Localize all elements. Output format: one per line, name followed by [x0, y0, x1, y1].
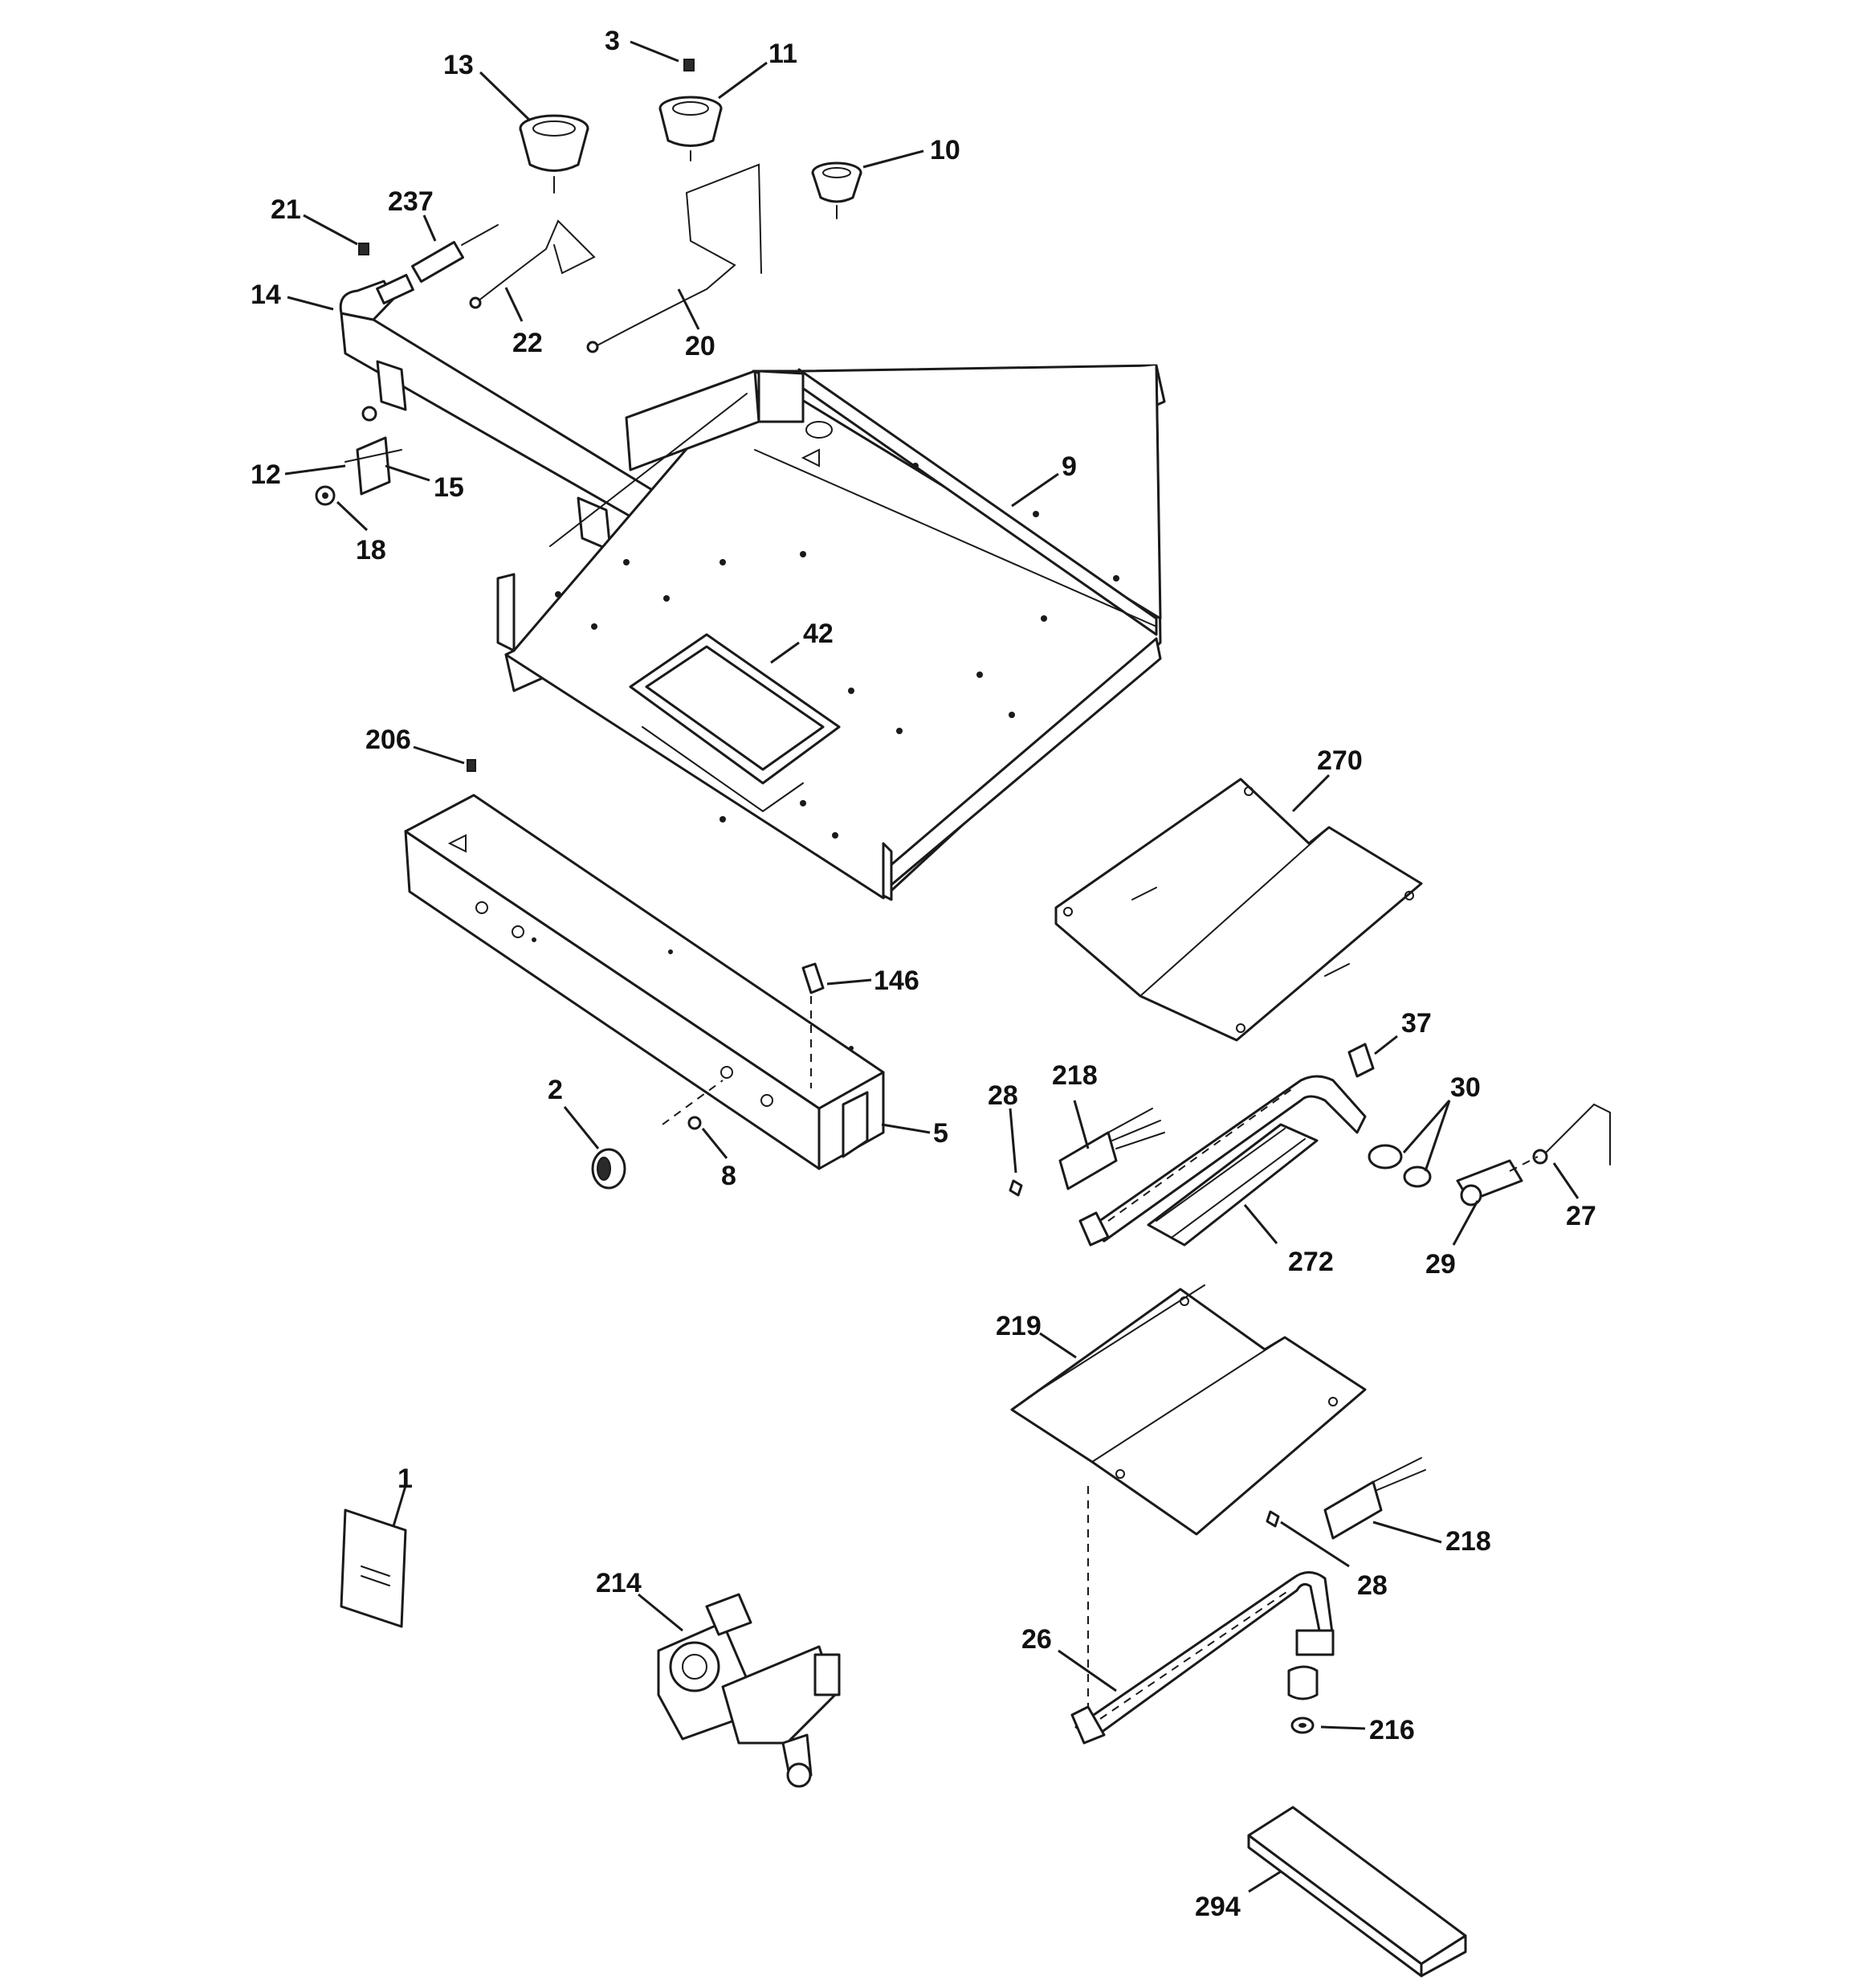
callout-294: 294	[1195, 1892, 1241, 1922]
literature-1	[340, 1508, 407, 1628]
fitting-27	[1532, 1103, 1611, 1165]
callout-30: 30	[1450, 1072, 1481, 1103]
callout-13: 13	[443, 50, 474, 80]
orifice-holder-30	[1368, 1144, 1432, 1188]
callout-labels: 13 3 11 10 21 237 14 22 20 9 12 15 18 42…	[251, 26, 1596, 1922]
callout-146: 146	[874, 965, 919, 996]
callout-219: 219	[996, 1311, 1042, 1341]
valve-bracket-15	[344, 406, 402, 496]
callout-2: 2	[548, 1075, 563, 1105]
screw-206	[467, 759, 476, 772]
gas-tube-20	[586, 163, 762, 353]
bake-burner-26	[1070, 1571, 1335, 1745]
callout-5: 5	[933, 1118, 948, 1149]
callout-216: 216	[1369, 1715, 1415, 1745]
callout-28-lower: 28	[1357, 1570, 1388, 1601]
callout-214: 214	[596, 1568, 642, 1598]
callout-218-upper: 218	[1052, 1060, 1098, 1091]
callout-10: 10	[930, 135, 960, 165]
broil-shield-219	[1010, 1284, 1367, 1536]
callout-42: 42	[803, 618, 834, 649]
callout-8: 8	[721, 1161, 736, 1191]
igniter-218-upper	[1058, 1108, 1165, 1190]
callout-9: 9	[1062, 451, 1077, 482]
broil-burner-tube	[1078, 1075, 1367, 1247]
bracket-37	[1347, 1043, 1375, 1078]
callout-237: 237	[388, 186, 434, 217]
screw-3	[683, 59, 695, 71]
screw-21	[358, 243, 369, 255]
screw-28-lower	[1266, 1510, 1280, 1528]
callout-218-lower: 218	[1445, 1526, 1491, 1557]
callout-29: 29	[1425, 1249, 1456, 1280]
burner-shield-270	[1054, 778, 1423, 1042]
screw-8	[687, 1116, 702, 1130]
gas-regulator-214	[657, 1593, 841, 1788]
callout-270: 270	[1317, 745, 1363, 776]
callout-12: 12	[251, 459, 281, 490]
callout-3: 3	[605, 26, 620, 56]
callout-20: 20	[685, 331, 715, 361]
orifice-29	[1456, 1159, 1523, 1206]
burner-baffle-272	[1147, 1123, 1319, 1247]
screw-28-upper	[1009, 1179, 1023, 1197]
callout-37: 37	[1401, 1008, 1432, 1039]
callout-272: 272	[1288, 1247, 1334, 1277]
callout-26: 26	[1021, 1624, 1052, 1655]
clip-146	[801, 962, 825, 994]
nut-18	[315, 485, 336, 506]
burner-box-9	[496, 364, 1166, 901]
manifold-panel-5	[404, 794, 885, 1170]
callout-27: 27	[1566, 1201, 1596, 1231]
callout-15: 15	[434, 472, 464, 503]
callout-28-upper: 28	[988, 1080, 1018, 1111]
callout-206: 206	[365, 725, 411, 755]
burner-head-13	[519, 114, 589, 194]
burner-head-10	[811, 161, 862, 219]
igniter-218-lower	[1323, 1457, 1426, 1540]
callout-18: 18	[356, 535, 386, 565]
knob-2	[591, 1148, 626, 1190]
rail-294	[1247, 1806, 1467, 1978]
callout-21: 21	[271, 194, 301, 225]
leader-lines	[284, 40, 1580, 1893]
callout-1: 1	[397, 1463, 413, 1494]
burner-head-11	[658, 96, 723, 161]
gas-tube-22	[469, 219, 596, 309]
callout-11: 11	[768, 39, 797, 69]
mounting-216	[1287, 1665, 1319, 1734]
callout-14: 14	[251, 280, 281, 310]
fitting-237	[411, 224, 499, 284]
callout-22: 22	[512, 328, 543, 358]
